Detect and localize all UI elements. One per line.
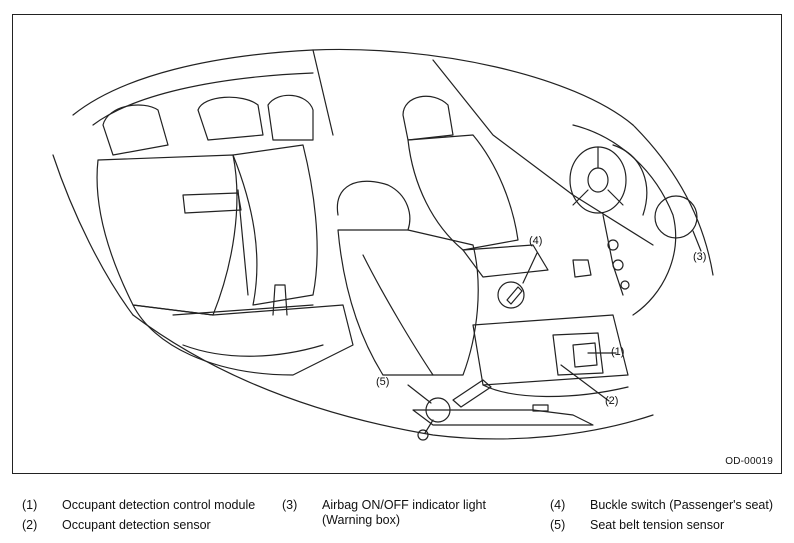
legend-item-1: (1) Occupant detection control module — [22, 498, 255, 513]
legend-number: (1) — [22, 498, 38, 512]
figure-id: OD-00019 — [725, 456, 773, 467]
leader-line-2 — [560, 364, 610, 402]
tension-sensor-marker — [425, 397, 451, 423]
buckle-switch-marker — [497, 281, 525, 309]
callout-5: (5) — [376, 376, 390, 388]
legend-item-2: (2) Occupant detection sensor — [22, 518, 211, 533]
airbag-indicator-light-marker — [654, 195, 698, 239]
callout-3: (3) — [693, 251, 707, 263]
legend-text: Occupant detection control module — [62, 498, 256, 512]
leader-line-5 — [407, 384, 432, 404]
legend-item-3: (3) Airbag ON/OFF indicator light (Warni… — [282, 498, 486, 528]
front-passenger-seat — [336, 180, 629, 426]
steering-and-dash — [569, 144, 648, 296]
legend-item-5: (5) Seat belt tension sensor — [550, 518, 724, 533]
legend-number: (2) — [22, 518, 38, 532]
leader-line-4 — [522, 252, 538, 284]
callout-4: (4) — [529, 235, 543, 247]
legend-number: (4) — [550, 498, 566, 512]
legend-text: Buckle switch (Passenger's seat) — [590, 498, 774, 512]
leader-line-3 — [692, 230, 702, 252]
legend: (1) Occupant detection control module (2… — [0, 490, 794, 543]
callout-1: (1) — [611, 346, 625, 358]
diagram-frame: (1) (2) (3) (4) (5) OD-00019 — [12, 14, 782, 474]
callout-2: (2) — [605, 395, 619, 407]
rear-seat — [96, 94, 354, 376]
legend-number: (3) — [282, 498, 298, 512]
legend-text: Airbag ON/OFF indicator light (Warning b… — [322, 498, 486, 527]
legend-number: (5) — [550, 518, 566, 532]
legend-text: Seat belt tension sensor — [590, 518, 725, 532]
legend-item-4: (4) Buckle switch (Passenger's seat) — [550, 498, 773, 513]
legend-text: Occupant detection sensor — [62, 518, 211, 532]
driver-seat — [402, 95, 549, 278]
vehicle-interior-illustration — [52, 48, 714, 441]
